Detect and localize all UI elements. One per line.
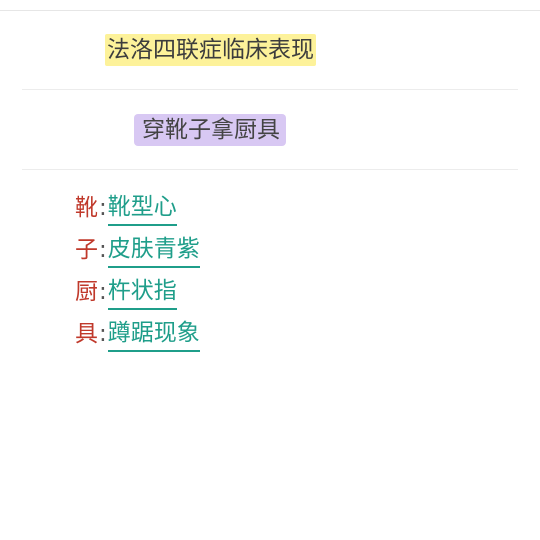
- title-block: 法洛四联症临床表现: [105, 33, 316, 66]
- mnemonic-phrase: 穿靴子拿厨具: [134, 113, 286, 146]
- mnemonic-key: 厨: [75, 279, 98, 305]
- list-item: 靴:靴型心: [75, 190, 200, 232]
- mnemonic-meaning: 靴型心: [107, 190, 177, 226]
- separator: :: [99, 321, 107, 347]
- mnemonic-key: 子: [75, 237, 98, 263]
- top-divider: [0, 10, 540, 11]
- separator: :: [99, 195, 107, 221]
- divider: [22, 89, 518, 90]
- mnemonic-meaning: 杵状指: [107, 274, 177, 310]
- list-item: 具:蹲踞现象: [75, 316, 200, 358]
- mnemonic-list: 靴:靴型心 子:皮肤青紫 厨:杵状指 具:蹲踞现象: [75, 190, 200, 358]
- page-title: 法洛四联症临床表现: [105, 33, 316, 66]
- list-item: 子:皮肤青紫: [75, 232, 200, 274]
- separator: :: [99, 237, 107, 263]
- mnemonic-key: 靴: [75, 195, 98, 221]
- list-item: 厨:杵状指: [75, 274, 200, 316]
- mnemonic-meaning: 皮肤青紫: [107, 232, 200, 268]
- mnemonic-key: 具: [75, 321, 98, 347]
- mnemonic-meaning: 蹲踞现象: [107, 316, 200, 352]
- divider: [22, 169, 518, 170]
- separator: :: [99, 279, 107, 305]
- mnemonic-block: 穿靴子拿厨具: [134, 113, 286, 146]
